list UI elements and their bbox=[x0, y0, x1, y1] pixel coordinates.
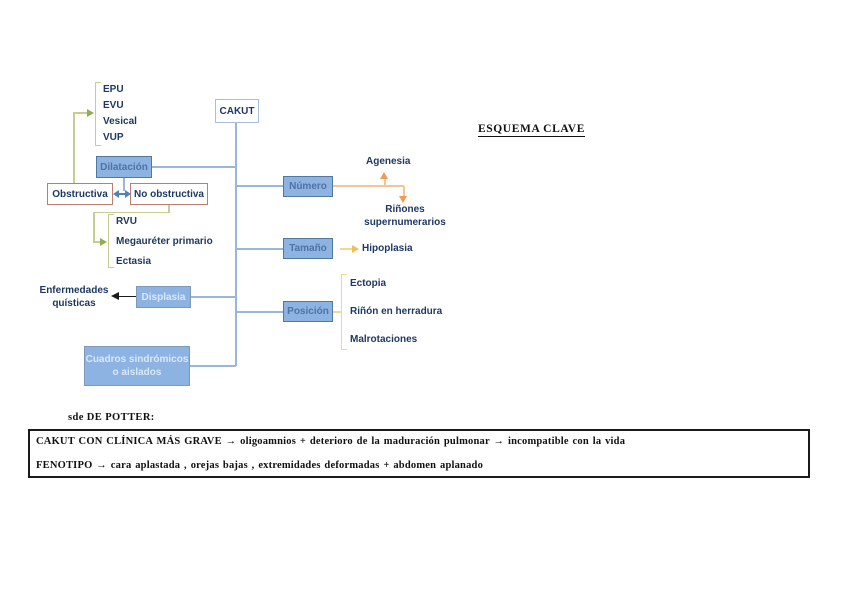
obstructiva-label: Obstructiva bbox=[52, 188, 108, 200]
rinones-line2: supernumerarios bbox=[364, 217, 446, 228]
dilatacion-box: Dilatación bbox=[96, 156, 152, 178]
arrow-down-icon bbox=[399, 196, 407, 203]
connector-line bbox=[237, 185, 283, 187]
connector-line bbox=[119, 295, 136, 297]
cuadros-line1: Cuadros sindrómicos bbox=[85, 354, 189, 365]
hipoplasia-text: Hipoplasia bbox=[362, 243, 413, 254]
potter-heading: sde DE POTTER: bbox=[68, 412, 155, 423]
posicion-bracket bbox=[341, 274, 347, 350]
list-item: Malrotaciones bbox=[350, 334, 418, 345]
connector-line bbox=[190, 365, 236, 367]
rinones-supernumerarios-text: Riñones supernumerarios bbox=[358, 203, 452, 229]
dilatacion-label: Dilatación bbox=[100, 161, 148, 173]
list-item: RVU bbox=[116, 216, 137, 227]
connector-line bbox=[74, 112, 88, 114]
connector-line bbox=[191, 296, 236, 298]
tamano-box: Tamaño bbox=[283, 238, 333, 259]
tamano-label: Tamaño bbox=[289, 243, 327, 254]
enfermedades-line2: quísticas bbox=[52, 298, 96, 309]
cakut-label: CAKUT bbox=[219, 105, 255, 117]
potter-line1: CAKUT CON CLÍNICA MÁS GRAVE → oligoamnio… bbox=[36, 436, 626, 447]
connector-line bbox=[384, 179, 386, 186]
enfermedades-quisticas-text: Enfermedades quísticas bbox=[38, 284, 110, 310]
lower-list-bracket bbox=[108, 214, 114, 268]
connector-line bbox=[333, 185, 404, 187]
list-item: VUP bbox=[103, 132, 124, 143]
connector-line bbox=[340, 248, 353, 250]
list-item: EVU bbox=[103, 100, 124, 111]
arrow-left-icon bbox=[113, 190, 119, 198]
connector-line bbox=[237, 248, 283, 250]
page-title: ESQUEMA CLAVE bbox=[478, 123, 585, 137]
cuadros-line2: o aislados bbox=[112, 367, 162, 378]
list-item: Riñón en herradura bbox=[350, 306, 443, 317]
arrow-up-icon bbox=[380, 172, 388, 179]
connector-line bbox=[168, 205, 170, 213]
arrow-left-icon bbox=[111, 292, 119, 300]
posicion-label: Posición bbox=[287, 306, 329, 317]
potter-note-box: CAKUT CON CLÍNICA MÁS GRAVE → oligoamnio… bbox=[28, 429, 810, 478]
connector-line bbox=[152, 166, 236, 168]
upper-list-bracket bbox=[95, 82, 101, 146]
numero-box: Número bbox=[283, 176, 333, 197]
connector-line bbox=[118, 193, 126, 195]
obstructiva-box: Obstructiva bbox=[47, 183, 113, 205]
enfermedades-line1: Enfermedades bbox=[39, 285, 109, 296]
connector-line bbox=[333, 311, 341, 313]
no-obstructiva-box: No obstructiva bbox=[130, 183, 208, 205]
displasia-box: Displasia bbox=[136, 286, 191, 308]
cakut-root-box: CAKUT bbox=[215, 99, 259, 123]
connector-line bbox=[123, 178, 125, 191]
list-item: Ectopia bbox=[350, 278, 387, 289]
posicion-box: Posición bbox=[283, 301, 333, 322]
cuadros-sindromicos-box: Cuadros sindrómicos o aislados bbox=[84, 346, 190, 386]
arrow-right-icon bbox=[352, 245, 359, 253]
arrow-right-icon bbox=[125, 190, 131, 198]
connector-line bbox=[73, 112, 75, 183]
list-item: Megauréter primario bbox=[116, 236, 213, 247]
connector-line bbox=[403, 186, 405, 196]
displasia-label: Displasia bbox=[141, 291, 186, 303]
connector-line bbox=[93, 211, 170, 213]
connector-line bbox=[237, 311, 283, 313]
numero-label: Número bbox=[289, 181, 327, 192]
agenesia-text: Agenesia bbox=[366, 156, 411, 167]
no-obstructiva-label: No obstructiva bbox=[133, 188, 204, 200]
list-item: EPU bbox=[103, 84, 124, 95]
list-item: Ectasia bbox=[116, 256, 152, 267]
list-item: Vesical bbox=[103, 116, 137, 127]
rinones-line1: Riñones bbox=[385, 204, 425, 215]
arrow-right-icon bbox=[100, 238, 107, 246]
connector-line bbox=[94, 241, 101, 243]
potter-line2: FENOTIPO → cara aplastada , orejas bajas… bbox=[36, 460, 484, 471]
connector-line bbox=[93, 211, 95, 243]
arrow-right-icon bbox=[87, 108, 94, 117]
trunk-line bbox=[235, 123, 237, 366]
